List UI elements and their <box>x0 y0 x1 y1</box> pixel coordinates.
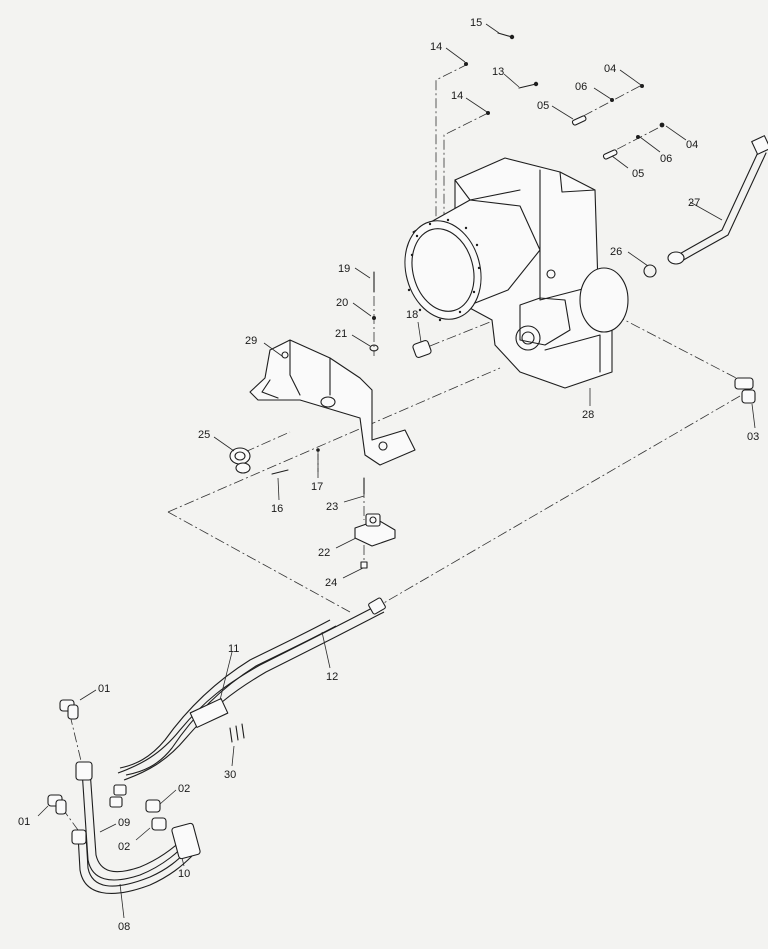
callout-19: 19 <box>338 263 350 275</box>
callout-20: 20 <box>336 297 348 309</box>
lower-hoses <box>71 761 201 894</box>
callout-30: 30 <box>224 769 236 781</box>
callout-13: 13 <box>492 66 504 78</box>
callout-labels: 15 14 13 04 06 14 05 04 06 05 27 26 19 2… <box>18 17 759 933</box>
callout-04-lower: 04 <box>686 139 698 151</box>
callout-08: 08 <box>118 921 130 933</box>
callout-16: 16 <box>271 503 283 515</box>
callout-05-upper: 05 <box>537 100 549 112</box>
callout-15: 15 <box>470 17 482 29</box>
callout-21: 21 <box>335 328 347 340</box>
elbow-fitting-right <box>734 377 756 404</box>
callout-01-upper: 01 <box>98 683 110 695</box>
callout-24: 24 <box>325 577 337 589</box>
callout-12: 12 <box>326 671 338 683</box>
pipe-and-seal <box>643 135 768 278</box>
callout-23: 23 <box>326 501 338 513</box>
stud-hardware <box>369 271 379 352</box>
callout-06-upper: 06 <box>575 81 587 93</box>
callout-28: 28 <box>582 409 594 421</box>
callout-01-lower: 01 <box>18 816 30 828</box>
callout-18: 18 <box>406 309 418 321</box>
callout-10: 10 <box>178 868 190 880</box>
small-pins <box>271 448 365 495</box>
callout-29: 29 <box>245 335 257 347</box>
elbows-left <box>47 699 167 831</box>
banjo-fitting <box>229 447 251 474</box>
callout-11: 11 <box>228 643 239 655</box>
plug-fitting <box>412 339 432 359</box>
callout-03: 03 <box>747 431 759 443</box>
callout-06-lower: 06 <box>660 153 672 165</box>
callout-22: 22 <box>318 547 330 559</box>
callout-14-lower: 14 <box>451 90 463 102</box>
callout-14-upper: 14 <box>430 41 442 53</box>
callout-26: 26 <box>610 246 622 258</box>
callout-09: 09 <box>118 817 130 829</box>
hose-assembly <box>117 597 386 781</box>
callout-04-upper: 04 <box>604 63 616 75</box>
callout-02-lower: 02 <box>118 841 130 853</box>
mounting-bracket <box>249 339 416 466</box>
callout-17: 17 <box>311 481 323 493</box>
callout-27: 27 <box>688 197 700 209</box>
callout-05-lower: 05 <box>632 168 644 180</box>
clamp-block <box>354 513 396 569</box>
leader-lines <box>37 23 756 919</box>
housing-assembly <box>404 157 629 389</box>
callout-02-upper: 02 <box>178 783 190 795</box>
callout-25: 25 <box>198 429 210 441</box>
